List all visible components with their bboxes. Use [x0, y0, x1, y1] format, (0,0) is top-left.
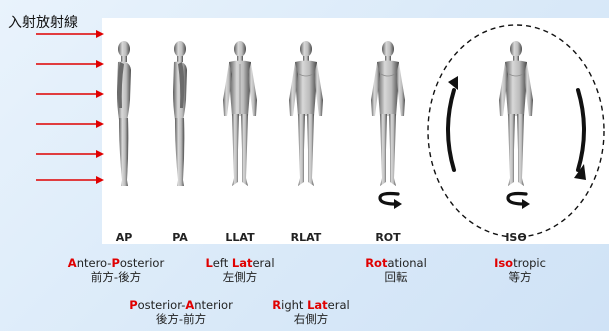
phantom-figure-pa	[166, 40, 194, 190]
definition-rot: Rotational 回転	[346, 256, 446, 284]
phantom-figure-rlat	[284, 40, 328, 190]
radiation-arrow	[36, 174, 104, 186]
radiation-arrow	[36, 58, 104, 70]
caption-llat: LLAT	[210, 231, 270, 244]
phantom-figure-ap	[110, 40, 138, 190]
radiation-arrow	[36, 118, 104, 130]
caption-pa: PA	[150, 231, 210, 244]
caption-rlat: RLAT	[276, 231, 336, 244]
definition-rlat: Right Lateral 右側方	[256, 298, 366, 326]
definition-pa: Posterior-Anterior 後方-前方	[106, 298, 256, 326]
phantom-figure-iso	[494, 40, 538, 190]
definition-ap: Antero-Posterior 前方-後方	[46, 256, 186, 284]
definition-llat: Left Lateral 左側方	[190, 256, 290, 284]
definition-iso: Isotropic 等方	[470, 256, 570, 284]
rotation-arrow-icon	[376, 190, 404, 210]
caption-ap: AP	[94, 231, 154, 244]
phantom-figure-rot	[366, 40, 410, 190]
radiation-arrow	[36, 28, 104, 40]
caption-rot: ROT	[358, 231, 418, 244]
caption-iso: ISO	[486, 231, 546, 244]
radiation-arrow	[36, 148, 104, 160]
radiation-arrow	[36, 88, 104, 100]
phantom-figure-llat	[218, 40, 262, 190]
rotation-arrow-icon	[504, 190, 532, 210]
